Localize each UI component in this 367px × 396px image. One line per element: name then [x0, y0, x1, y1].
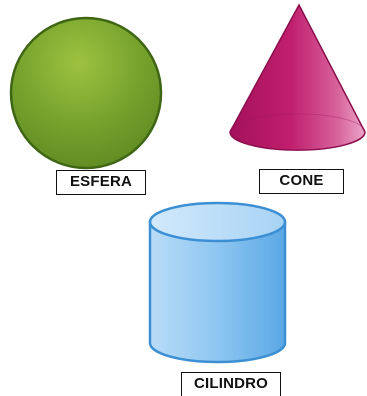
- cylinder-shape: [148, 201, 287, 364]
- cone-shape: [229, 3, 366, 151]
- sphere-label: ESFERA: [56, 170, 146, 195]
- sphere-shape: [9, 16, 163, 170]
- cylinder-label: CILINDRO: [181, 372, 281, 396]
- cone-label: CONE: [259, 169, 344, 194]
